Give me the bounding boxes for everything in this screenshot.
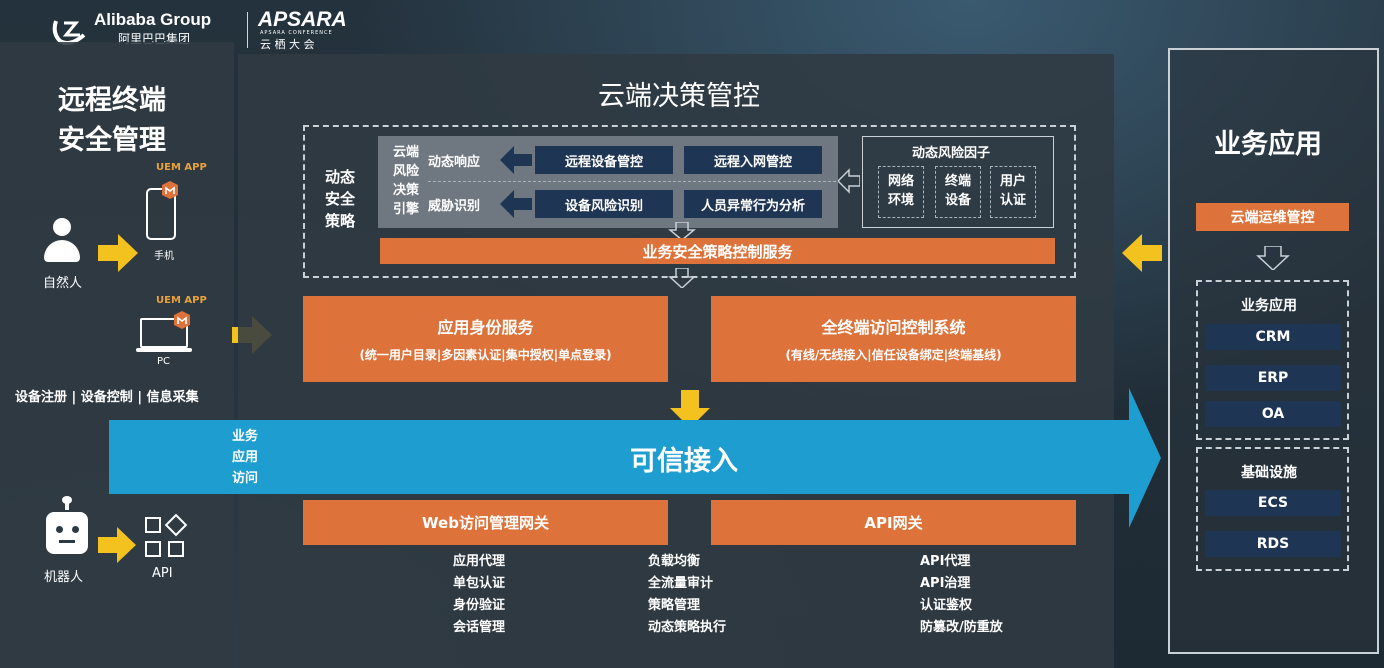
access-control-sub: (有线/无线接入|信任设备绑定|终端基线): [785, 348, 1002, 362]
remote-network-control-button[interactable]: 远程入网管控: [684, 146, 822, 174]
person-icon: [42, 218, 82, 264]
apsara-cn: 云 栖 大 会: [260, 38, 315, 51]
policy-down-arrow-icon: [668, 268, 696, 288]
logo-divider: [247, 12, 248, 48]
list-item: 会话管理: [453, 620, 506, 635]
list-item: 应用代理: [453, 554, 506, 569]
trusted-access-band: [109, 388, 1161, 528]
api-list: API代理 API治理 认证鉴权 防篡改/防重放: [920, 551, 1003, 639]
robot-label: 机器人: [44, 570, 84, 585]
pc-icon: [136, 311, 192, 354]
web-list-1: 应用代理 单包认证 身份验证 会话管理: [453, 551, 505, 639]
threat-identify-label: 威胁识别: [428, 199, 481, 214]
alibaba-mark-icon: [52, 20, 86, 45]
trusted-down-arrow-icon: [670, 390, 710, 428]
list-item: 动态策略执行: [648, 620, 727, 635]
app-erp[interactable]: ERP: [1205, 365, 1341, 391]
engine-down-arrow-icon: [668, 222, 696, 240]
apsara-logo: APSARA APSARA CONFERENCE 云 栖 大 会: [258, 8, 378, 51]
apsara-conference: APSARA CONFERENCE: [260, 30, 333, 36]
band-left-label: 业务 应用 访问: [232, 429, 259, 486]
list-item: 认证鉴权: [920, 598, 973, 613]
alibaba-name-en: Alibaba Group: [94, 10, 212, 29]
dynamic-response-label: 动态响应: [428, 155, 481, 170]
list-item: 全流量审计: [648, 576, 714, 591]
risk-factors-box: [862, 136, 1054, 228]
right-left-arrow-icon: [1122, 234, 1162, 272]
robot-arrow-icon: [98, 527, 136, 563]
left-title-1: 远程终端: [58, 85, 166, 116]
api-gateway-box[interactable]: API网关: [711, 500, 1076, 545]
phone-label: 手机: [154, 251, 174, 262]
left-title-2: 安全管理: [58, 125, 166, 156]
apps-dashed-box: [1196, 280, 1349, 440]
app-oa[interactable]: OA: [1205, 401, 1341, 427]
remote-device-control-button[interactable]: 远程设备管控: [535, 146, 673, 174]
apps-title: 业务应用: [1241, 298, 1297, 314]
identity-service-title: 应用身份服务: [437, 318, 534, 337]
right-title: 业务应用: [1214, 129, 1322, 160]
device-risk-identify-button[interactable]: 设备风险识别: [535, 190, 673, 218]
policy-service-bar[interactable]: 业务安全策略控制服务: [380, 238, 1055, 264]
identity-service-sub: (统一用户目录|多因素认证|集中授权|单点登录): [359, 348, 612, 362]
infra-ecs[interactable]: ECS: [1205, 490, 1341, 516]
infra-dashed-box: [1196, 447, 1349, 571]
list-item: API治理: [920, 576, 971, 591]
infra-title: 基础设施: [1241, 465, 1297, 481]
person-arrow-icon: [98, 234, 138, 272]
api-label: API: [152, 566, 173, 581]
infra-rds[interactable]: RDS: [1205, 531, 1341, 557]
engine-dashed-divider: [428, 181, 836, 182]
ops-control-button[interactable]: 云端运维管控: [1196, 203, 1349, 231]
list-item: 防篡改/防重放: [920, 620, 1003, 635]
factor-network: 网络 环境: [878, 166, 924, 218]
device-caption: 设备注册 | 设备控制 | 信息采集: [15, 390, 199, 405]
left-panel: [0, 42, 234, 668]
dynamic-policy-label: 动态 安全 策略: [324, 168, 355, 230]
robot-icon: [44, 496, 90, 558]
list-item: 负载均衡: [648, 554, 701, 569]
center-title: 云端决策管控: [598, 81, 760, 112]
engine-label: 云端 风险 决策 引擎: [392, 145, 419, 217]
phone-icon: [146, 181, 178, 240]
pc-label: PC: [157, 356, 171, 367]
api-grid-icon: [145, 514, 188, 557]
apsara-name: APSARA: [258, 8, 347, 31]
uem-app-icon: [162, 181, 178, 199]
web-gateway-box[interactable]: Web访问管理网关: [303, 500, 668, 545]
app-crm[interactable]: CRM: [1205, 324, 1341, 350]
web-list-2: 负载均衡 全流量审计 策略管理 动态策略执行: [648, 551, 726, 639]
access-control-box[interactable]: [711, 296, 1076, 382]
factor-left-arrow-icon: [838, 168, 860, 194]
factor-device: 终端 设备: [935, 166, 981, 218]
factor-user: 用户 认证: [990, 166, 1036, 218]
trusted-access-title: 可信接入: [630, 446, 738, 477]
uem-app-icon-pc: [174, 311, 190, 329]
abnormal-behavior-button[interactable]: 人员异常行为分析: [684, 190, 822, 218]
uem-app-label-1: UEM APP: [156, 162, 207, 173]
list-item: 策略管理: [648, 598, 701, 613]
threat-left-arrow-icon: [500, 190, 532, 218]
list-item: 单包认证: [453, 576, 506, 591]
response-left-arrow-icon: [500, 146, 532, 174]
access-control-title: 全终端访问控制系统: [821, 318, 966, 337]
person-label: 自然人: [43, 276, 83, 291]
identity-service-box[interactable]: [303, 296, 668, 382]
risk-factors-title: 动态风险因子: [912, 146, 991, 161]
list-item: 身份验证: [453, 598, 506, 613]
list-item: API代理: [920, 554, 971, 569]
uem-app-label-2: UEM APP: [156, 295, 207, 306]
ops-down-arrow-icon: [1256, 246, 1290, 270]
